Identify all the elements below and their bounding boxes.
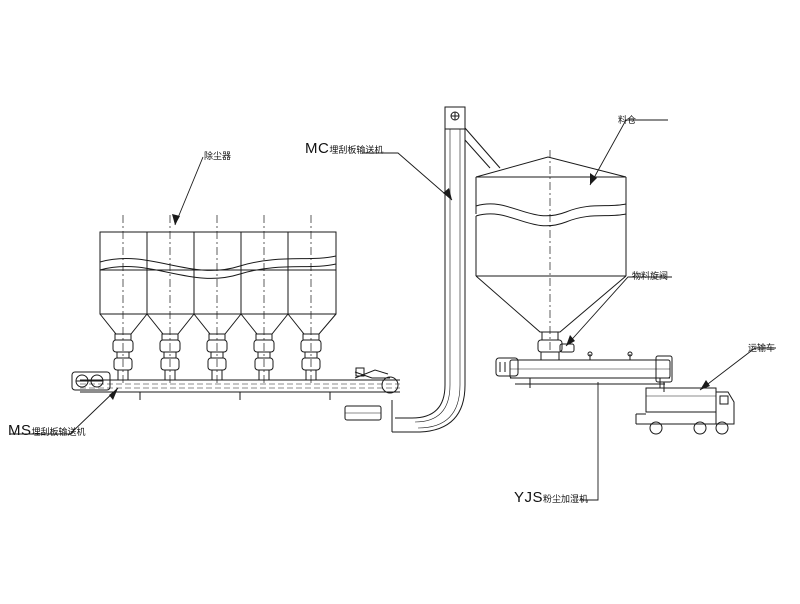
yjs-name: 粉尘加湿机: [543, 495, 589, 505]
label-rotary-valve: 物料旋阀: [632, 266, 668, 282]
silo-name: 料仓: [618, 116, 637, 126]
leader-mc: [362, 153, 452, 200]
label-silo: 料仓: [618, 110, 636, 126]
leader-silo: [590, 120, 668, 185]
leader-ms: [10, 388, 118, 434]
silo: [476, 150, 626, 360]
dust-collector-bank: [100, 215, 336, 385]
ms-code: MS: [8, 422, 32, 439]
transport-truck: [636, 388, 734, 434]
leader-yjs: [580, 382, 598, 500]
label-truck: 运输车: [748, 338, 775, 354]
leader-rotary-valve: [566, 277, 672, 346]
ms-scraper-conveyor: [72, 368, 400, 420]
collector-discharge-valves: [113, 334, 321, 380]
mc-name: 埋刮板输送机: [329, 146, 384, 156]
label-mc-conveyor: MC埋刮板输送机: [305, 140, 383, 156]
label-dust-collector: 除尘器: [204, 146, 231, 162]
rotary-valve-name: 物料旋阀: [632, 272, 669, 282]
label-ms-conveyor: MS埋刮板输送机: [8, 422, 86, 438]
arrowheads: [109, 173, 710, 400]
leader-dust-collector: [175, 157, 203, 225]
mc-code: MC: [305, 140, 330, 157]
dust-collector-name: 除尘器: [204, 152, 232, 162]
ms-name: 埋刮板输送机: [31, 428, 86, 438]
yjs-humidifier: [496, 352, 672, 392]
label-yjs-humidifier: YJS粉尘加湿机: [514, 489, 588, 505]
yjs-code: YJS: [514, 489, 544, 506]
mc-scraper-conveyor: [392, 107, 500, 432]
leader-lines: [10, 120, 776, 500]
leader-truck: [700, 348, 776, 390]
truck-name: 运输车: [748, 344, 776, 354]
